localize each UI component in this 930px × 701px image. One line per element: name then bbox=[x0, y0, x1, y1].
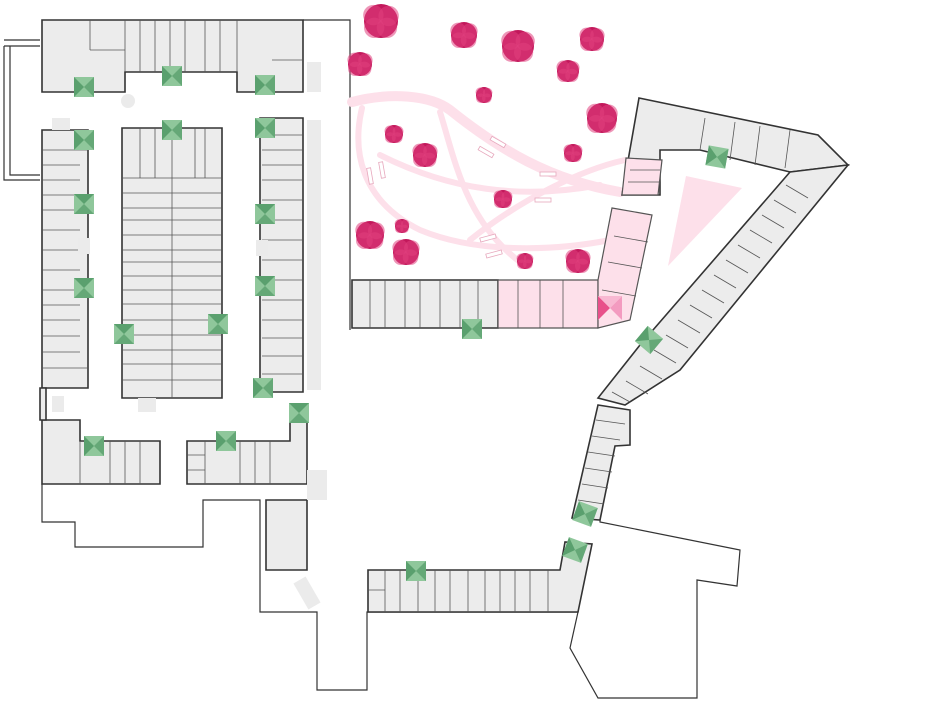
entrance-marker-icon[interactable] bbox=[114, 324, 134, 344]
east-connector bbox=[571, 404, 631, 521]
tree-canopy-icon bbox=[394, 219, 410, 233]
west-edge-wall bbox=[39, 387, 47, 421]
tree-canopy-icon bbox=[475, 87, 493, 103]
benches bbox=[366, 135, 557, 259]
west-block bbox=[41, 129, 89, 389]
east-complex bbox=[367, 97, 850, 613]
pink-plaza bbox=[668, 176, 742, 266]
east-block bbox=[259, 117, 304, 393]
entrance-marker-icon[interactable] bbox=[162, 120, 182, 140]
tree-canopy-icon bbox=[412, 143, 438, 167]
entrance-marker-icon[interactable] bbox=[289, 403, 309, 423]
entrances bbox=[74, 66, 729, 581]
tree-canopy-icon bbox=[556, 60, 580, 82]
entrance-marker-icon[interactable] bbox=[74, 278, 94, 298]
entrance-marker-icon[interactable] bbox=[562, 537, 588, 563]
entrance-marker-icon[interactable] bbox=[255, 118, 275, 138]
tree-canopy-icon bbox=[501, 30, 535, 63]
entrance-marker-icon[interactable] bbox=[255, 204, 275, 224]
trees bbox=[347, 4, 618, 273]
tree-canopy-icon bbox=[586, 103, 618, 133]
entrance-marker-icon[interactable] bbox=[255, 276, 275, 296]
garden bbox=[347, 4, 628, 273]
tree-canopy-icon bbox=[516, 253, 534, 270]
south-tower bbox=[265, 499, 308, 571]
entrance-marker-icon[interactable] bbox=[208, 314, 228, 334]
tree-canopy-icon bbox=[363, 4, 399, 38]
tree-canopy-icon bbox=[384, 125, 404, 144]
site-boundary-north bbox=[303, 19, 351, 330]
garden-path bbox=[355, 105, 613, 252]
tree-canopy-icon bbox=[565, 249, 591, 273]
entrance-marker-icon[interactable] bbox=[74, 130, 94, 150]
entrance-marker-icon[interactable] bbox=[705, 145, 729, 169]
tree-canopy-icon bbox=[493, 190, 513, 209]
entrance-marker-icon[interactable] bbox=[74, 77, 94, 97]
garden-path bbox=[377, 152, 603, 195]
entrance-marker-icon[interactable] bbox=[634, 325, 664, 355]
tree-canopy-icon bbox=[392, 239, 420, 265]
entrance-marker-icon[interactable] bbox=[253, 378, 273, 398]
entrance-marker-icon[interactable] bbox=[462, 319, 482, 339]
entrance-marker-icon[interactable] bbox=[162, 66, 182, 86]
tree-canopy-icon bbox=[450, 22, 478, 48]
west-wing-outline bbox=[3, 39, 40, 181]
south-east-wing bbox=[367, 541, 593, 613]
site-boundary bbox=[41, 484, 741, 699]
pavement-patches bbox=[52, 62, 327, 610]
entrance-marker-icon[interactable] bbox=[255, 75, 275, 95]
entrance-marker-icon[interactable] bbox=[406, 561, 426, 581]
entrance-marker-icon[interactable] bbox=[84, 436, 104, 456]
entrance-marker-icon[interactable] bbox=[216, 431, 236, 451]
bow-marker-icon[interactable] bbox=[598, 296, 622, 320]
entrance-marker-icon[interactable] bbox=[74, 194, 94, 214]
tree-canopy-icon bbox=[579, 27, 605, 51]
tree-canopy-icon bbox=[347, 52, 373, 76]
entrance-marker-icon[interactable] bbox=[572, 501, 598, 527]
tree-canopy-icon bbox=[355, 221, 385, 250]
tree-canopy-icon bbox=[563, 144, 583, 163]
